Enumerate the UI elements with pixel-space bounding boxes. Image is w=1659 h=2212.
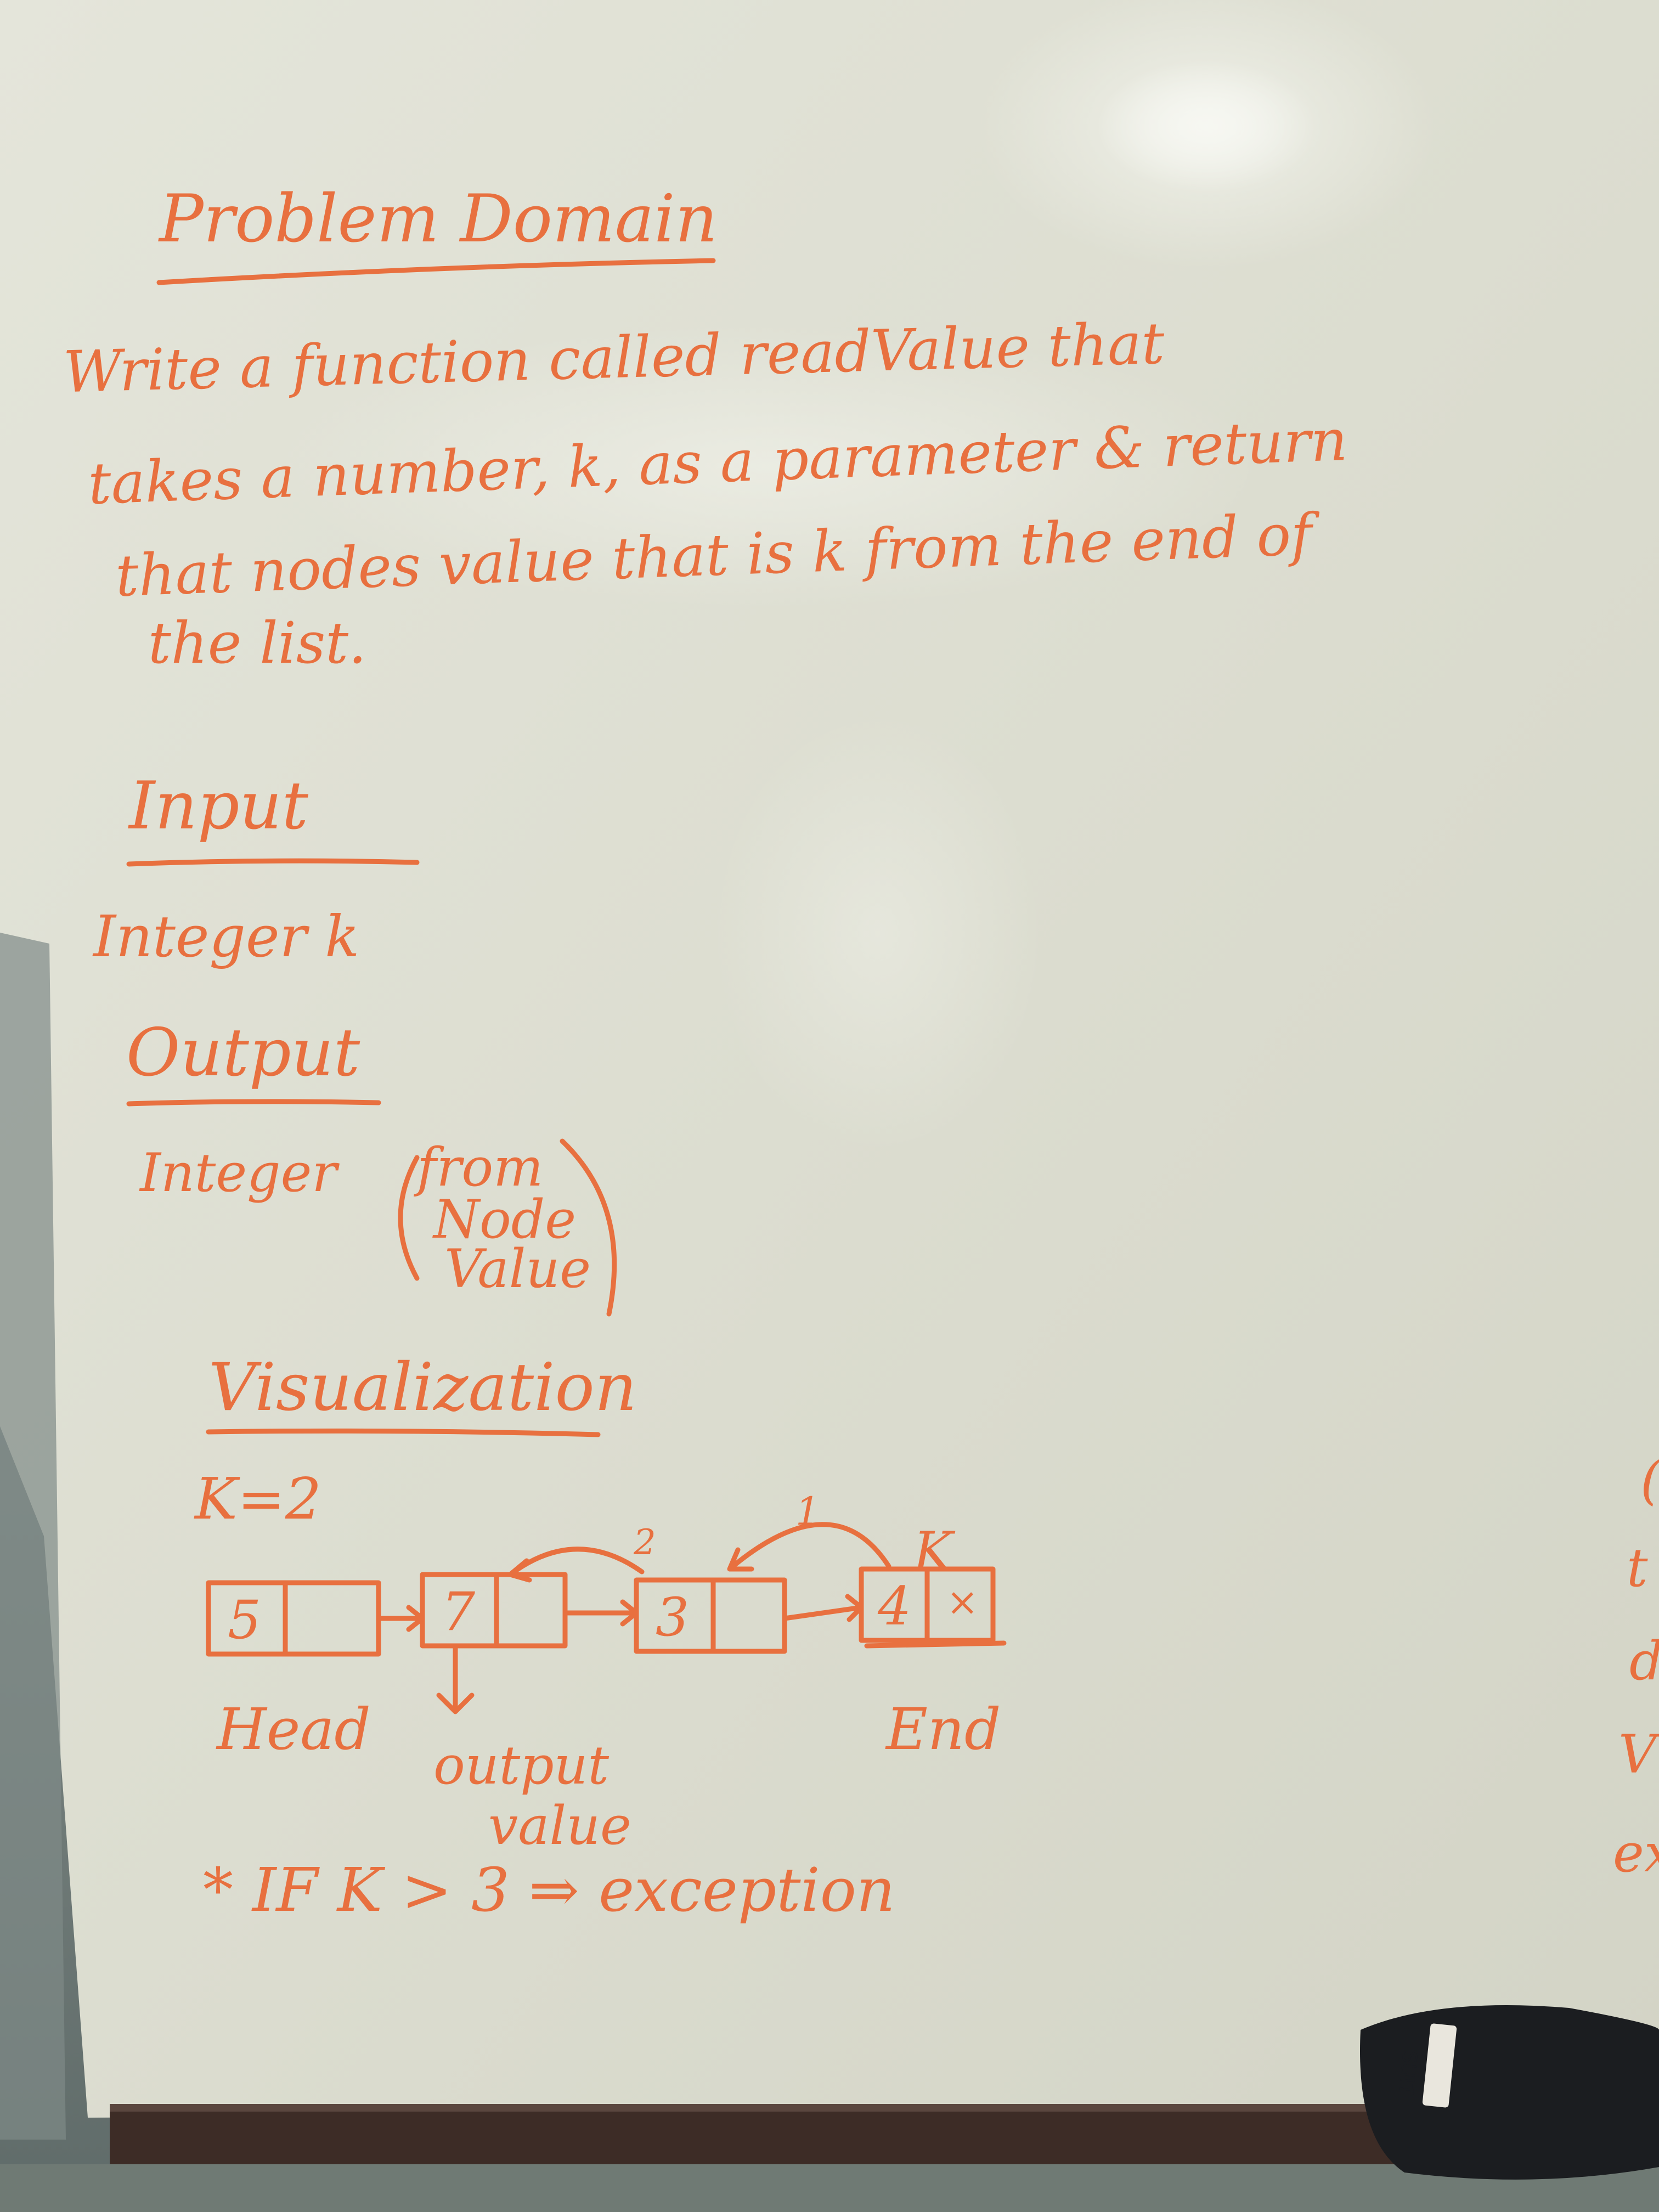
- heading-output: Output: [126, 1015, 360, 1091]
- right-edge-fragment-1: (: [1640, 1449, 1659, 1511]
- output-value: Integer: [140, 1142, 337, 1204]
- right-edge-fragment-2: t: [1627, 1537, 1648, 1599]
- underline-input: [126, 858, 420, 867]
- arc-step-2: [507, 1547, 645, 1583]
- node-4-null-marker: ×: [946, 1579, 979, 1624]
- output-value-arrow: [436, 1643, 475, 1714]
- node-3-value: 3: [656, 1587, 690, 1648]
- exception-note: * IF K > 3 ⇒ exception: [203, 1855, 895, 1925]
- k-marker: K: [913, 1521, 953, 1582]
- right-edge-fragment-3: d: [1629, 1635, 1659, 1688]
- eraser-label: SUIT: [1393, 2049, 1421, 2097]
- pointer-5-to-7: [376, 1605, 425, 1632]
- underline-problem-domain: [156, 258, 716, 285]
- heading-visualization: Visualization: [208, 1350, 637, 1426]
- node-4-value: 4: [878, 1576, 912, 1637]
- node-5-value: 5: [228, 1589, 262, 1651]
- end-label: End: [886, 1696, 1001, 1763]
- arc-step-1: [727, 1522, 891, 1572]
- right-edge-fragment-4: V: [1618, 1724, 1657, 1785]
- output-right-paren: [560, 1138, 617, 1317]
- heading-input: Input: [129, 768, 309, 844]
- output-note-value: Value: [444, 1238, 591, 1300]
- pointer-7-to-3: [565, 1599, 639, 1627]
- head-label: Head: [217, 1696, 371, 1763]
- input-value: Integer k: [93, 903, 360, 970]
- arc-label-2: 2: [634, 1522, 656, 1563]
- output-note-from: from: [417, 1137, 544, 1198]
- node-7-value: 7: [442, 1581, 476, 1643]
- output-left-paren: [398, 1155, 420, 1281]
- output-pointer-line-1: output: [433, 1735, 610, 1796]
- problem-line-4: the list.: [148, 610, 367, 676]
- arc-label-1: 1: [795, 1489, 820, 1534]
- node-7-shape: [420, 1572, 568, 1649]
- right-edge-fragment-5: ex: [1613, 1822, 1659, 1884]
- underline-visualization: [206, 1428, 601, 1437]
- output-pointer-line-2: value: [488, 1795, 631, 1857]
- k-assignment: K=2: [195, 1465, 322, 1532]
- pointer-3-to-4: [782, 1594, 864, 1622]
- output-note-node: Node: [433, 1189, 577, 1250]
- heading-problem-domain: Problem Domain: [159, 181, 718, 257]
- underline-output: [126, 1099, 381, 1107]
